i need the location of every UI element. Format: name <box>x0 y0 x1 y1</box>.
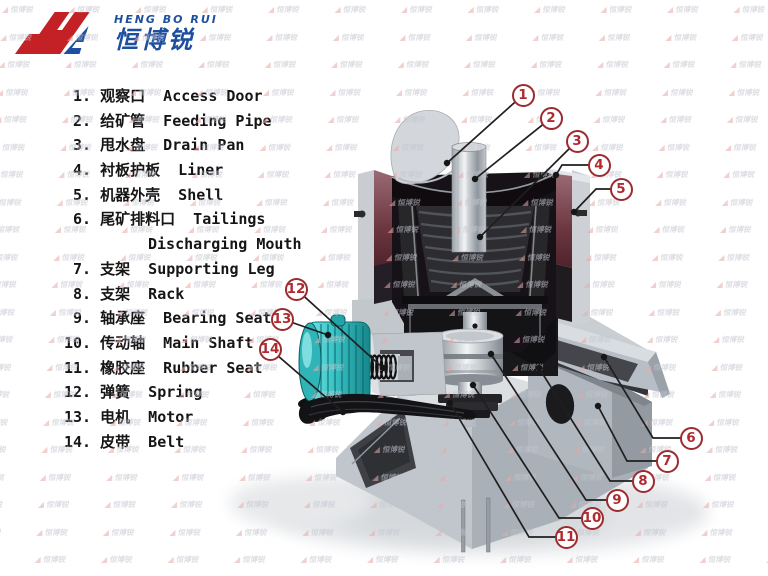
callout-10: 10 <box>580 506 604 530</box>
callout-14: 14 <box>258 337 282 361</box>
callout-9: 9 <box>605 488 629 512</box>
company-logo: HENG BO RUI 恒博锐 <box>14 8 218 58</box>
parts-list-item: 13. 电机 Motor <box>64 407 194 426</box>
parts-list-item: 11. 橡胶座 Rubber Seat <box>64 358 263 377</box>
parts-list: 1. 观察口 Access Door 2. 给矿管 Feeding Pipe 3… <box>64 84 302 454</box>
callout-4: 4 <box>587 153 611 177</box>
callout-5: 5 <box>609 177 633 201</box>
parts-list-item: 1. 观察口 Access Door <box>64 87 263 105</box>
parts-list-item: 2. 给矿管 Feeding Pipe <box>64 111 272 130</box>
parts-list-item: 7. 支架 Supporting Leg <box>64 259 275 278</box>
company-name-en: HENG BO RUI <box>114 12 218 26</box>
parts-list-item: 6. 尾矿排料口 Tailings <box>64 210 266 229</box>
parts-list-item-continuation: Discharging Mouth <box>148 235 302 254</box>
callout-8: 8 <box>631 469 655 493</box>
callout-6: 6 <box>679 426 703 450</box>
callout-2: 2 <box>539 106 563 130</box>
callout-7: 7 <box>655 449 679 473</box>
company-name-zh: 恒博锐 <box>114 25 195 54</box>
parts-list-item: 8. 支架 Rack <box>64 284 185 303</box>
parts-list-item: 3. 甩水盘 Drain Pan <box>64 136 245 155</box>
logo-notch <box>71 42 91 48</box>
logo-mark-icon <box>14 8 108 58</box>
callout-1: 1 <box>511 83 535 107</box>
callout-3: 3 <box>565 129 589 153</box>
logo-text: HENG BO RUI 恒博锐 <box>114 13 218 54</box>
parts-list-item: 10. 传动轴 Main Shaft <box>64 333 254 352</box>
callout-13: 13 <box>270 307 294 331</box>
parts-list-item: 4. 衬板护板 Liner <box>64 161 224 180</box>
parts-list-item: 9. 轴承座 Bearing Seat <box>64 309 272 328</box>
callout-11: 11 <box>554 525 578 549</box>
callout-12: 12 <box>284 277 308 301</box>
spring-assembly <box>364 331 447 397</box>
liner-cone <box>398 202 550 336</box>
parts-list-item: 14. 皮带 Belt <box>64 432 185 451</box>
parts-list-item: 12. 弹簧 Spring <box>64 383 203 402</box>
drain-pan <box>390 110 460 185</box>
parts-list-item: 5. 机器外壳 Shell <box>64 185 224 204</box>
feeding-pipe <box>451 142 487 253</box>
